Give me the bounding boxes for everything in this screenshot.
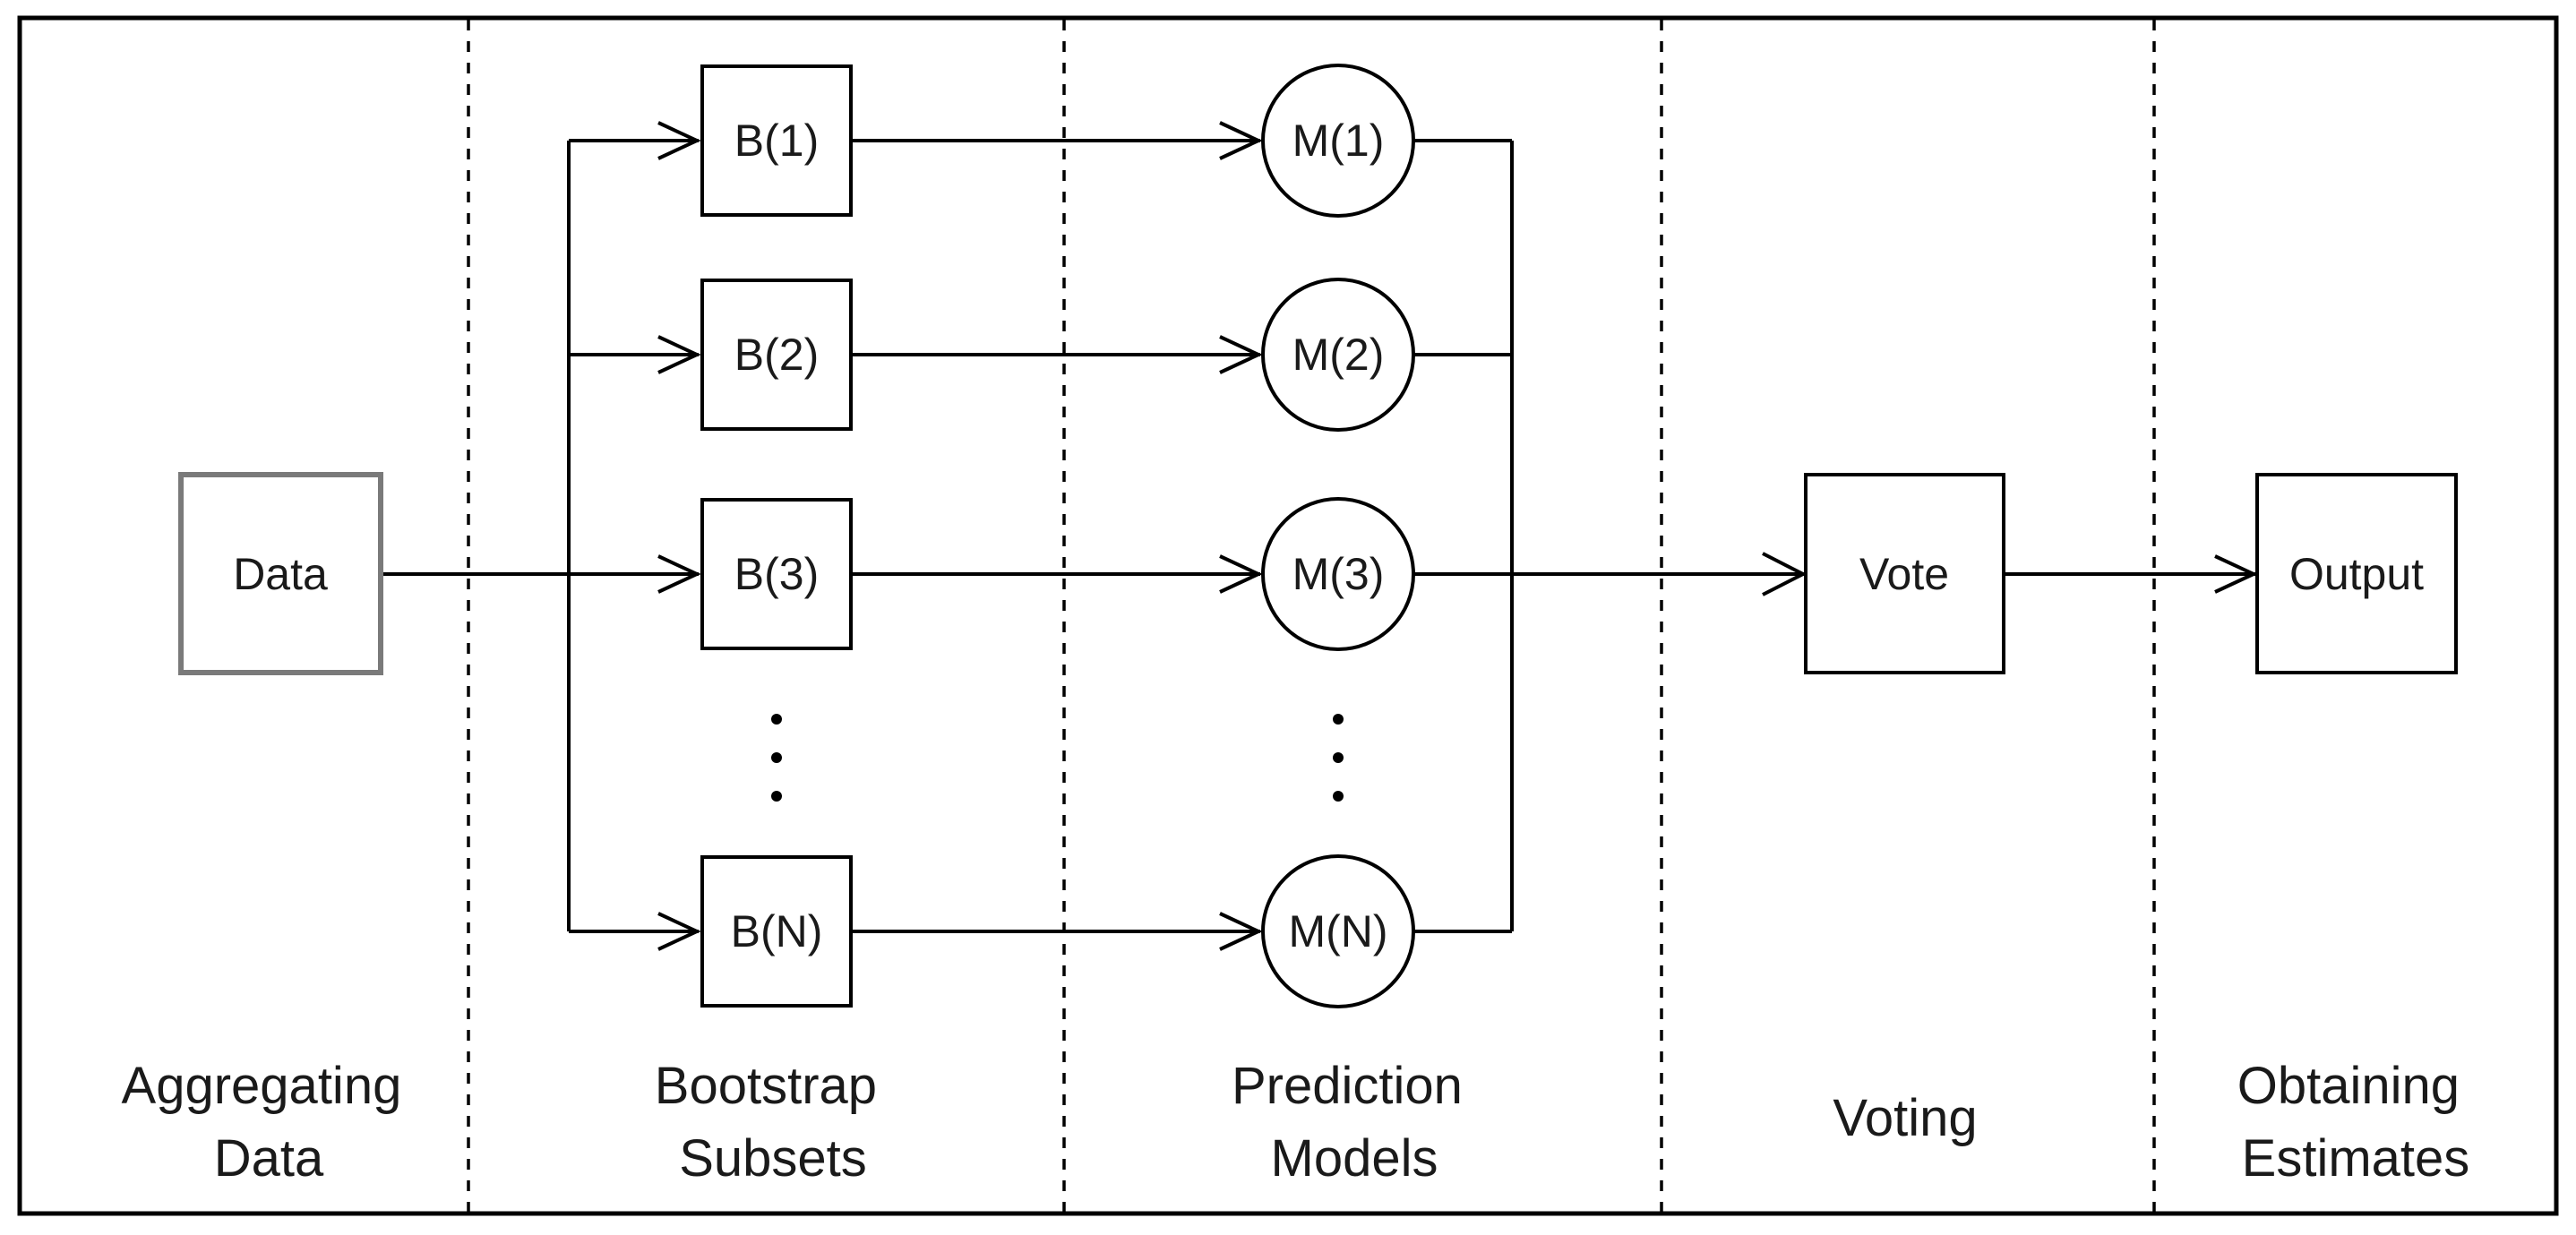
bootstrap-node-label: B(1) — [734, 116, 819, 166]
bootstrap-node-label: B(N) — [731, 906, 823, 956]
bootstrap-ellipsis — [771, 714, 782, 802]
stage-label-prediction: Prediction Models — [1232, 1057, 1477, 1188]
stage-label-line: Data — [214, 1129, 324, 1188]
stage-label-voting: Voting — [1833, 1089, 1977, 1147]
vote-node: Vote — [1804, 473, 2005, 674]
outer-frame — [17, 15, 2559, 1216]
arrow-to-bn — [657, 912, 701, 951]
stage-label-line: Subsets — [679, 1129, 867, 1188]
stage-label-line: Bootstrap — [655, 1057, 877, 1115]
arrow-to-output — [2214, 554, 2258, 594]
bootstrap-node-1: B(1) — [700, 64, 853, 217]
arrow-to-b2 — [657, 335, 701, 374]
data-node-label: Data — [233, 549, 328, 599]
bootstrap-node-3: B(3) — [700, 498, 853, 650]
stage-label-obtaining: Obtaining Estimates — [2237, 1057, 2474, 1188]
model-node-3: M(3) — [1261, 497, 1415, 651]
model-node-2: M(2) — [1261, 278, 1415, 432]
arrow-to-b1 — [657, 121, 701, 160]
arrow-to-vote — [1762, 552, 1807, 596]
arrow-to-m2 — [1219, 335, 1263, 374]
arrow-to-b3 — [657, 554, 701, 594]
model-node-label: M(2) — [1292, 330, 1385, 380]
stage-label-bootstrap: Bootstrap Subsets — [655, 1057, 891, 1188]
arrow-to-mn — [1219, 912, 1263, 951]
model-node-label: M(3) — [1292, 549, 1385, 599]
bootstrap-node-n: B(N) — [700, 855, 853, 1008]
bootstrap-node-label: B(3) — [734, 549, 819, 599]
output-node-label: Output — [2289, 549, 2424, 599]
model-node-n: M(N) — [1261, 854, 1415, 1008]
bootstrap-node-2: B(2) — [700, 279, 853, 431]
stage-label-line: Voting — [1833, 1089, 1977, 1147]
stage-label-line: Aggregating — [122, 1057, 402, 1115]
stage-label-line: Obtaining — [2237, 1057, 2460, 1115]
arrow-to-m1 — [1219, 121, 1263, 160]
data-node: Data — [178, 472, 383, 675]
vote-node-label: Vote — [1859, 549, 1949, 599]
model-node-label: M(N) — [1288, 906, 1387, 956]
model-node-label: M(1) — [1292, 116, 1385, 166]
stage-label-line: Models — [1271, 1129, 1438, 1188]
stage-label-aggregating: Aggregating Data — [122, 1057, 416, 1188]
model-node-1: M(1) — [1261, 64, 1415, 218]
stage-label-line: Estimates — [2242, 1129, 2470, 1188]
bootstrap-node-label: B(2) — [734, 330, 819, 380]
model-ellipsis — [1333, 714, 1344, 802]
stage-label-line: Prediction — [1232, 1057, 1463, 1115]
arrow-to-m3 — [1219, 554, 1263, 594]
output-node: Output — [2255, 473, 2458, 674]
